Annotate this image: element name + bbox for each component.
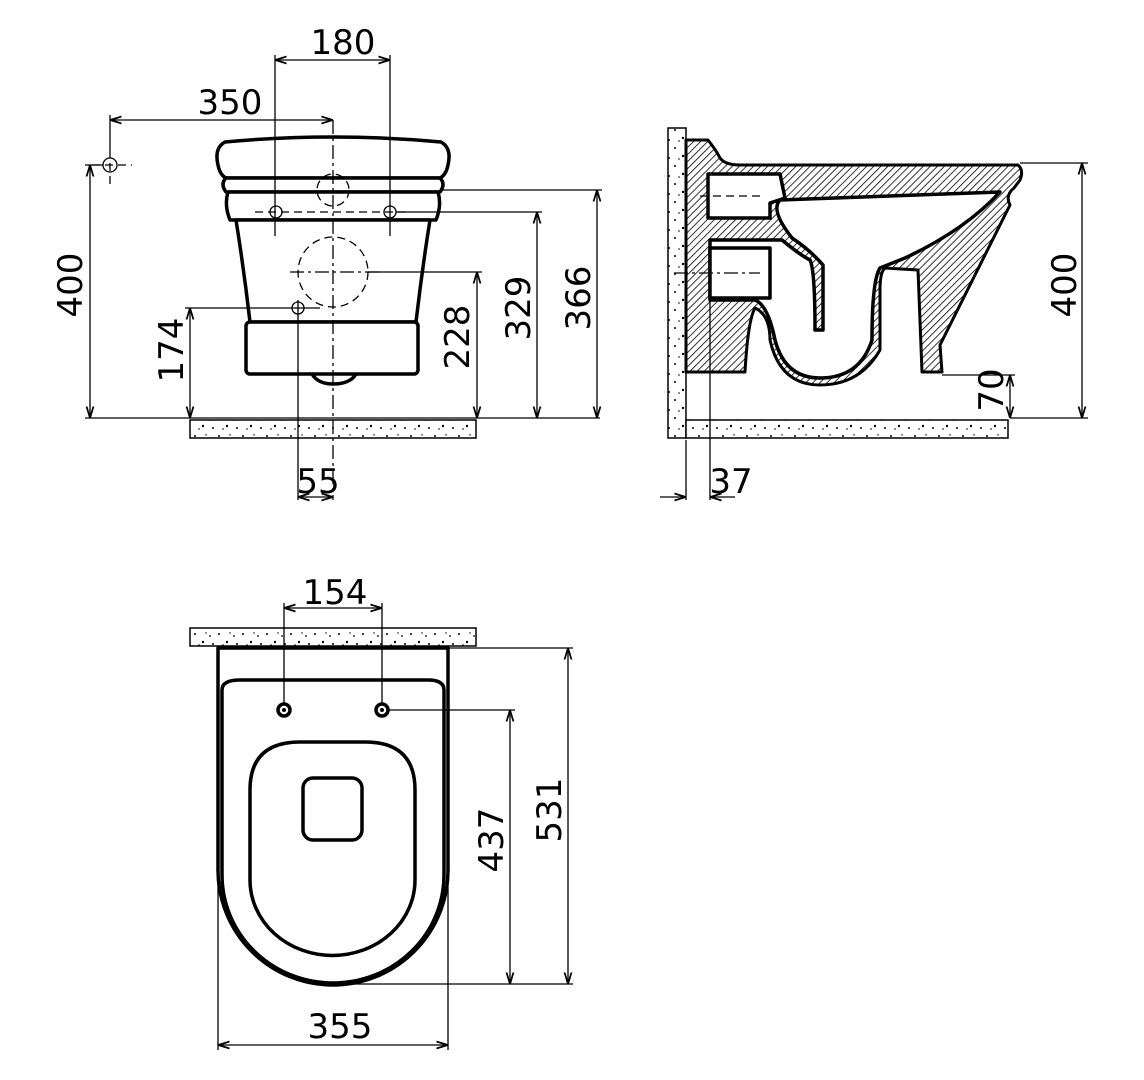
inlet-hidden [316,173,350,207]
dim-fixing-spacing: 180 [311,23,376,63]
dim-bolt-spacing: 154 [303,573,368,613]
wall-slab [667,127,687,439]
seat-band [221,176,445,194]
lid-handle [301,776,364,842]
dim-seat-height: 400 [51,253,91,318]
wall-slab [189,627,477,647]
dim-outlet-height: 228 [438,305,478,370]
dim-base-clearance: 70 [972,368,1012,411]
dim-rim-height: 400 [1045,253,1085,318]
dim-waste-offset: 350 [198,83,263,123]
dim-fixing-height-upper: 366 [559,266,599,331]
floor-slab [685,419,1009,439]
seat-outline [220,678,446,985]
dim-wall-gap: 37 [709,462,752,502]
bowl-base [244,320,420,376]
bowl-outline [216,646,450,987]
dim-inlet-height: 174 [152,318,192,383]
dim-fixing-height-lower: 329 [499,276,539,341]
top-view: 154 437 531 355 [189,573,573,1050]
bowl-cavity [708,190,1002,380]
dim-length: 531 [530,778,570,843]
front-view: 400 350 180 174 228 329 366 55 [51,23,602,502]
side-view: 400 70 37 [660,127,1088,502]
dim-bolt-to-front: 437 [472,808,512,873]
dim-inlet-offset: 55 [296,462,339,502]
lid-outline [248,740,417,958]
dim-width: 355 [308,1007,373,1047]
